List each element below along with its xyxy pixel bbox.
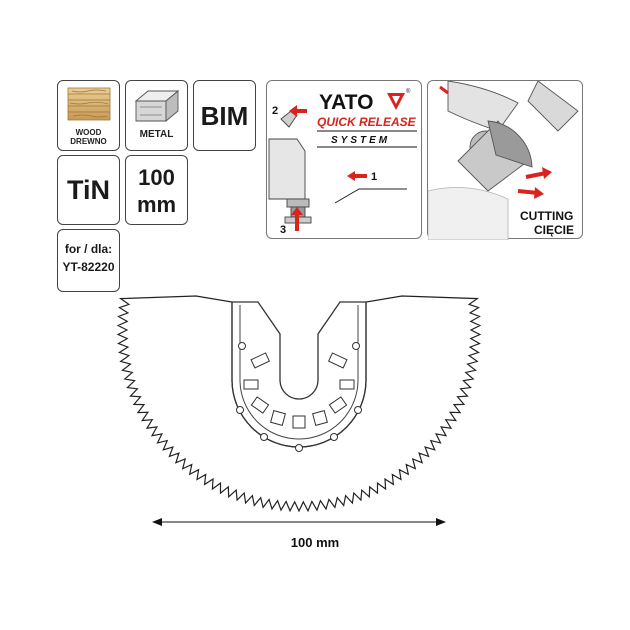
step-1: 1 — [371, 171, 377, 183]
tin-coating-tile: TiN — [57, 155, 120, 225]
metal-profile-icon — [134, 90, 180, 122]
step-2: 2 — [272, 105, 278, 117]
size-unit: mm — [136, 192, 177, 217]
tool-in-use-drawing — [428, 81, 579, 240]
step-3: 3 — [280, 224, 286, 236]
compatibility-tile: for / dla: YT-82220 — [57, 229, 120, 292]
size-value: 100 — [138, 165, 175, 190]
wood-material-tile: WOOD DREWNO — [57, 80, 120, 151]
blade-inner-ring — [239, 305, 359, 440]
yato-logo-icon — [387, 93, 405, 110]
yato-brand: YATO — [319, 91, 373, 114]
quick-release-illustration: YATO ® QUICK RELEASE SYSTEM 2 3 1 — [268, 88, 417, 236]
metal-material-tile: METAL — [125, 80, 188, 151]
blade-size-tile: 100 mm — [125, 155, 188, 225]
bim-tile: BIM — [193, 80, 256, 151]
wood-plank-icon — [67, 87, 111, 121]
dimension-arrow-right-icon — [436, 518, 446, 526]
quick-release-text: QUICK RELEASE — [317, 115, 417, 129]
mounting-holes — [236, 342, 362, 452]
ciecie-label: CIĘCIE — [534, 223, 574, 237]
cutting-label: CUTTING — [520, 209, 573, 223]
cutting-illustration: CUTTING CIĘCIE — [428, 81, 579, 240]
tin-label: TiN — [66, 175, 110, 205]
model-number: YT-82220 — [62, 260, 115, 274]
registered-mark: ® — [406, 88, 411, 95]
dimension-arrow-left-icon — [152, 518, 162, 526]
blade-dimension-label: 100 mm — [290, 535, 340, 550]
arbor-slots — [243, 352, 355, 429]
drewno-label: DREWNO — [70, 137, 107, 146]
for-label: for / dla: — [64, 242, 113, 256]
blade-mount-cutout — [231, 301, 367, 448]
cutting-direction-tile: CUTTING CIĘCIE — [427, 80, 583, 240]
metal-label: METAL — [139, 129, 174, 140]
wood-label: WOOD — [75, 128, 102, 137]
blade-outline — [116, 295, 482, 513]
quick-release-tile: YATO ® QUICK RELEASE SYSTEM 2 3 1 — [266, 80, 422, 239]
bim-label: BIM — [200, 101, 249, 131]
system-text: SYSTEM — [331, 135, 390, 146]
